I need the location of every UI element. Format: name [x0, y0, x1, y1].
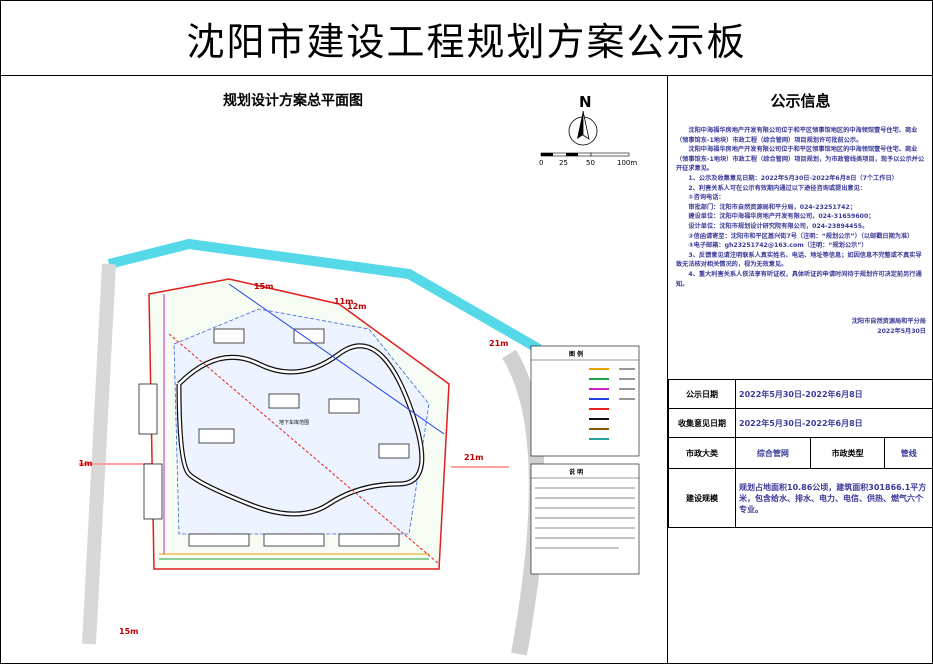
north-label: N [579, 93, 592, 111]
municipal-category-label: 市政大类 [668, 437, 736, 469]
feedback-date-value: 2022年5月30日-2022年6月8日 [735, 408, 933, 438]
info-signature: 沈阳市自然资源局和平分局 [851, 318, 926, 326]
north-arrow-icon: N 0 25 50 100m [539, 93, 637, 167]
table-row: 收集意见日期 2022年5月30日-2022年6月8日 [668, 408, 933, 438]
info-body: 沈阳中海福华房地产开发有限公司位于和平区领事馆地区的中海领馆壹号住宅、商业（领事… [676, 126, 926, 336]
table-row: 市政大类 综合管网 市政类型 管线 [668, 437, 933, 469]
municipal-type-label: 市政类型 [809, 437, 886, 469]
info-paragraph-1: 沈阳中海福华房地产开发有限公司位于和平区领事馆地区的中海领馆壹号住宅、商业（领事… [676, 127, 918, 144]
info-title: 公示信息 [770, 92, 831, 110]
site-plan-panel: 规划设计方案总平面图 N 0 25 50 100m [1, 76, 668, 664]
scale-label-100: 100m [617, 159, 637, 167]
legend: 图 例 [530, 345, 640, 457]
board-title: 沈阳市建设工程规划方案公示板 [1, 1, 932, 76]
road-label-3: 21m [464, 453, 483, 462]
info-phone-approval: 审批部门：沈阳市自然资源局和平分局，024-23251742； [688, 203, 856, 211]
road-label-6: 12m [347, 302, 366, 311]
site-plan-drawing: 地下车库范围 21m 21m 21m 11m 15m 12m 15m 图 例 [79, 238, 640, 656]
info-table: 公示日期 2022年5月30日-2022年6月8日 收集意见日期 2022年5月… [668, 379, 933, 528]
info-phone-designer: 设计单位：沈阳市规划设计研究院有限公司，024-23894455。 [688, 222, 869, 230]
info-item-1: 1、公示及收集意见日期：2022年5月30日-2022年6月8日（7个工作日） [688, 174, 898, 182]
info-item-3: 3、反馈意见请注明联系人真实姓名、电话、地址等信息；如因信息不完整或不真实导致无… [676, 251, 922, 269]
info-phone-builder: 建设单位：沈阳中海福华房地产开发有限公司，024-31659600； [688, 213, 875, 221]
info-phone-heading: ①咨询电话： [688, 194, 725, 202]
publicity-date-label: 公示日期 [668, 379, 736, 409]
info-mail: ②信函请寄至：沈阳市和平区基兴街7号（注明：“规划公示”）（以邮戳日期为准） [688, 232, 914, 240]
info-item-4: 4、重大利害关系人依法享有听证权，具体听证的申请时间待于规划许可决定前另行通知。 [676, 270, 922, 288]
road-label-5: 15m [254, 282, 273, 291]
scale-bar: 0 25 50 100m [539, 152, 637, 167]
table-row: 公示日期 2022年5月30日-2022年6月8日 [668, 379, 933, 409]
info-panel: 公示信息 沈阳中海福华房地产开发有限公司位于和平区领事馆地区的中海领馆壹号住宅、… [668, 76, 933, 664]
municipal-category-value: 综合管网 [735, 437, 811, 469]
info-date: 2022年5月30日 [877, 327, 926, 335]
info-email: ③电子邮箱：gh23251742@163.com（注明：“规划公示”） [688, 242, 868, 250]
info-item-2: 2、利害关系人可在公示有效期内通过以下途径咨询或提出意见： [688, 184, 866, 192]
road-label-2: 21m [79, 459, 92, 468]
scale-label-0: 0 [539, 159, 543, 167]
publicity-date-value: 2022年5月30日-2022年6月8日 [735, 379, 933, 409]
municipal-type-value: 管线 [884, 437, 933, 469]
road-label-7: 15m [119, 627, 138, 636]
feedback-date-label: 收集意见日期 [668, 408, 736, 438]
notes-title: 说 明 [569, 468, 583, 476]
scale-label-50: 50 [586, 159, 595, 167]
scale-label: 建设规模 [668, 468, 736, 528]
plan-title: 规划设计方案总平面图 [223, 93, 363, 109]
scale-value: 规划占地面积10.86公顷，建筑面积301866.1平方米，包含给水、排水、电力… [735, 468, 933, 528]
legend-title: 图 例 [569, 350, 583, 358]
notes-box: 说 明 [530, 463, 640, 575]
scale-label-25: 25 [559, 159, 568, 167]
garage-label: 地下车库范围 [279, 419, 309, 426]
table-row: 建设规模 规划占地面积10.86公顷，建筑面积301866.1平方米，包含给水、… [668, 468, 933, 528]
road-label-4: 11m [334, 297, 353, 306]
info-paragraph-2: 沈阳中海福华房地产开发有限公司位于和平区领事馆地区的中海领馆壹号住宅、商业（领事… [676, 146, 925, 173]
road-label-1: 21m [489, 339, 508, 348]
